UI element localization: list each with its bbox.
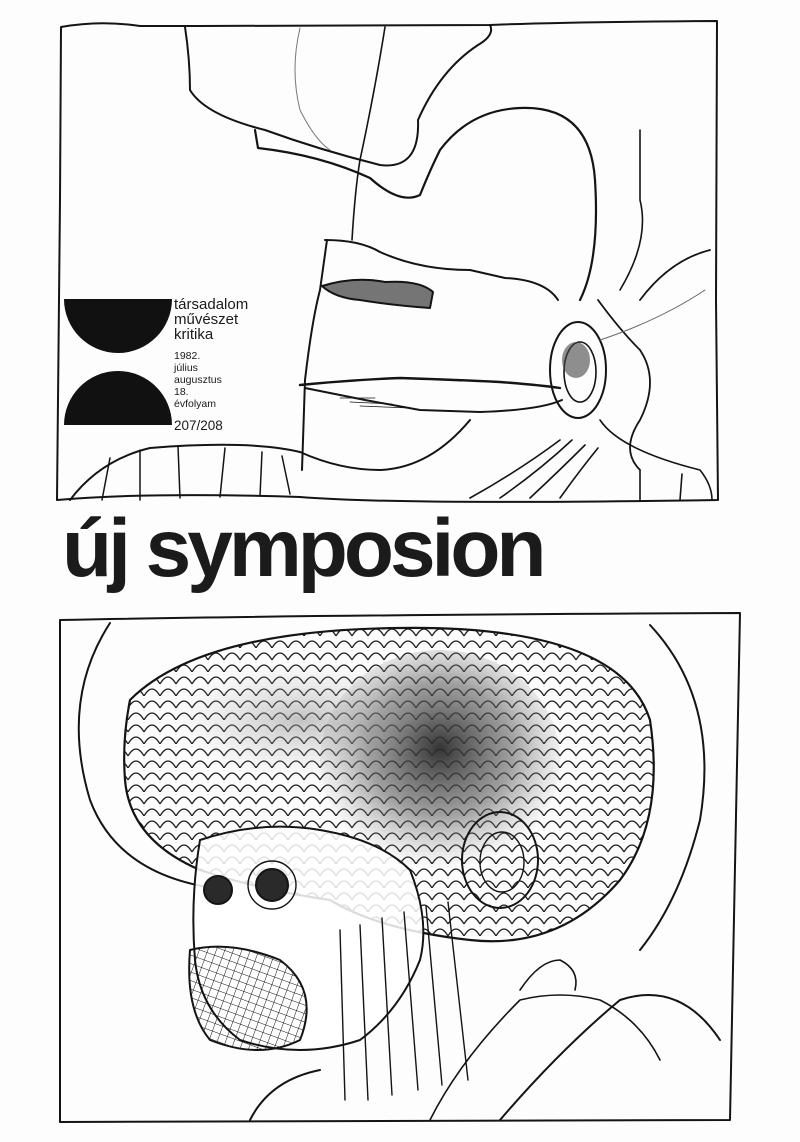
tagline-line: művészet	[174, 311, 239, 328]
issue-month: július	[174, 362, 198, 374]
masthead-text: társadalom művészet kritika 1982. július…	[174, 297, 248, 433]
issue-volume-number: 18.	[174, 386, 189, 398]
issue-volume-label: évfolyam	[174, 398, 217, 410]
issue-info: 1982. július augusztus 18. évfolyam	[174, 350, 248, 410]
issue-year: 1982.	[174, 350, 201, 362]
logo-half-circle-top-icon	[64, 299, 172, 353]
issue-month: augusztus	[174, 374, 222, 386]
tagline-line: kritika	[174, 326, 214, 343]
masthead-block: társadalom művészet kritika 1982. július…	[64, 297, 274, 433]
magazine-title: új symposion	[62, 503, 547, 594]
logo-half-circle-bottom-icon	[64, 371, 172, 425]
bottom-illustration	[59, 612, 741, 1123]
top-illustration	[56, 20, 719, 503]
issue-number: 207/208	[174, 418, 223, 433]
tagline-line: társadalom	[174, 296, 249, 313]
